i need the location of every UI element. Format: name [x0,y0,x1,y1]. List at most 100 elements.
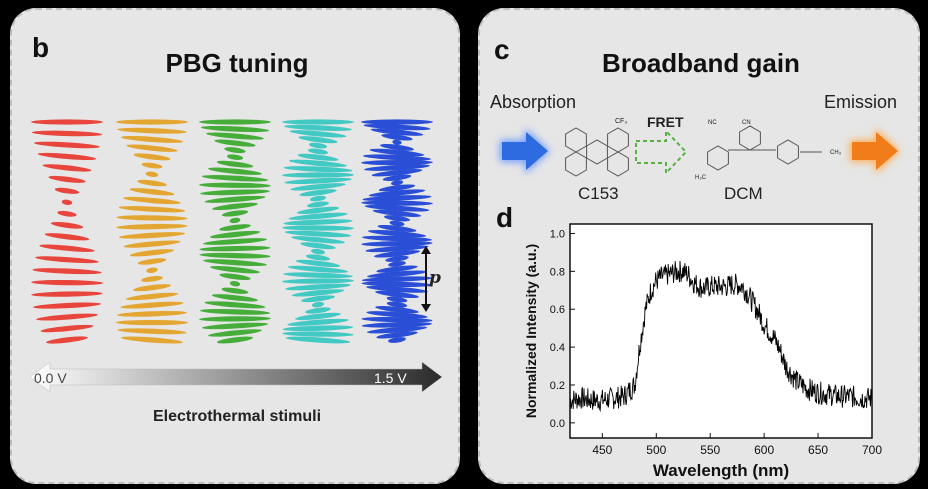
helix-5 [361,119,433,343]
helix-disk [137,179,167,187]
helix-disk [381,133,413,141]
helix-disk [382,174,412,181]
helix-disk [370,128,424,136]
helix-disk [206,132,264,140]
helix-disk [365,245,429,253]
helix-disk [46,336,88,344]
helix-disk [212,202,258,211]
helix-disk [199,245,271,252]
helix-disk [389,220,405,227]
helix-disk [219,273,251,280]
helix-disk [363,123,431,131]
helix-disk [310,248,326,255]
helix-disk [116,223,188,230]
helix-disk [48,175,86,183]
x-tick-label: 650 [808,443,828,457]
helix-disk [282,172,354,178]
helix-disk [39,244,95,252]
emission-label: Emission [824,92,898,112]
helix-disk [367,229,427,238]
helix-disk [204,301,266,309]
helix-disk [200,189,270,196]
helix-disk [199,252,271,259]
helix-disk [31,119,103,125]
helix-disk [40,324,94,333]
y-axis-label: Normalized Intensity (a.u.) [523,244,539,418]
helix-disk [285,283,351,291]
stimuli-label: Electrothermal stimuli [152,408,322,425]
helix-disk [283,219,353,226]
cn-label: CN [742,120,751,126]
helix-disk [116,215,188,221]
nc-label: NC [708,120,717,126]
helix-disk [361,276,433,282]
helix-disk [126,144,178,152]
y-tick-label: 0.6 [550,304,565,316]
helix-disk [361,321,433,328]
helix-disk [284,177,352,185]
helix-disk [121,336,183,344]
helix-disk [31,291,103,297]
helix-disk [376,265,418,273]
cf3-label: CF₃ [615,118,628,125]
helix-disk [61,199,73,205]
helix-disk [363,154,431,161]
c153-label: C153 [578,184,619,203]
helix-disk [116,319,189,326]
helix-3 [199,119,271,344]
helix-disk [141,275,163,282]
helix-disk [226,154,244,160]
helix-disk [209,230,261,239]
helix-disk [305,307,331,314]
helix-disk [375,290,419,298]
x-tick-label: 550 [700,443,720,457]
helix-disk [290,183,346,191]
helix-disk [388,337,406,343]
helix-disk [386,296,408,303]
helix-disk [133,153,171,161]
helix-disk [283,166,353,173]
helix-1 [31,119,103,344]
helix-disk [118,206,186,213]
helix-disk [129,249,175,257]
helix-disk [133,284,171,292]
helix-disk [361,159,433,166]
helix-disk [221,287,249,294]
helix-disk [199,316,271,322]
helix-disk [208,329,262,337]
helix-disk [385,255,409,262]
helix-disk [33,302,101,309]
helix-disk [116,119,188,125]
helix-disk [367,270,427,278]
helix-disk [291,289,345,297]
panel-d-label: d [496,202,514,233]
helix-illustration [29,119,443,393]
helix-disk [32,268,102,275]
nme-label: CH₃ [830,150,842,156]
helix-disk [288,212,348,220]
helix-2 [116,119,189,344]
helix-disk [203,259,267,267]
helix-disk [366,326,428,334]
helix-disk [289,159,347,167]
fret-arrow [635,128,688,176]
helix-disk [50,221,84,229]
helix-disk [366,285,428,293]
helix-disk [211,294,259,302]
c153-ring [607,151,629,177]
y-tick-label: 0.0 [550,418,565,430]
x-tick-label: 600 [754,443,774,457]
helix-disk [118,232,186,239]
helix-disk [306,201,330,208]
helix-disk [306,254,330,261]
helix-disk [200,308,270,315]
helix-disk [308,142,328,149]
x-tick-label: 450 [592,443,612,457]
helix-disk [282,331,354,337]
panel-b: b PBG tuning 0.0 V 1.5 V Electrothermal … [10,8,460,484]
helix-disk [54,187,80,194]
helix-disk [125,292,179,301]
helix-disk [204,195,266,203]
helix-disk [123,196,181,205]
